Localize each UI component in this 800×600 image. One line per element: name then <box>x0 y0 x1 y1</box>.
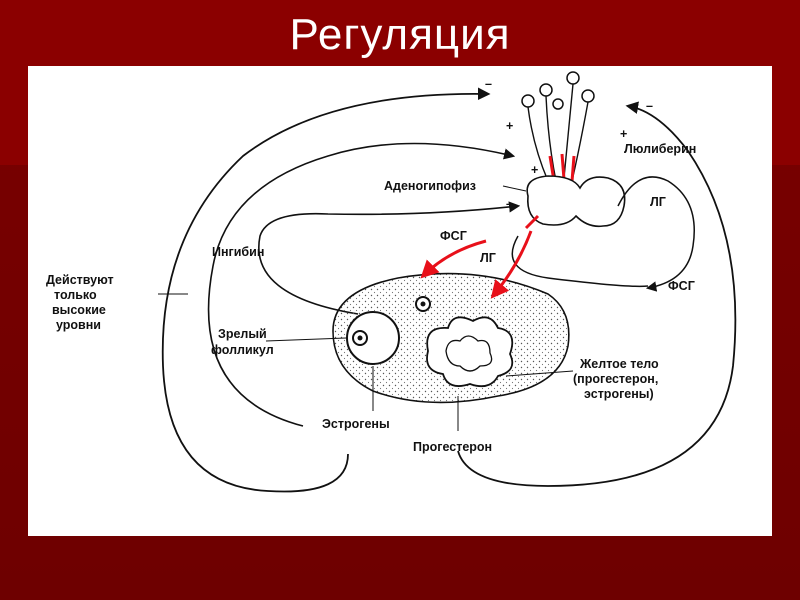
mature-follicle <box>346 311 400 365</box>
label-corpus-line2: (прогестерон, <box>573 372 658 386</box>
minus-sign-right: – <box>646 99 653 113</box>
plus-sign-1: + <box>506 119 513 133</box>
plus-sign-2: + <box>531 163 538 177</box>
minus-sign-top: – <box>485 77 492 91</box>
adenohypophysis-shape <box>526 175 626 228</box>
minus-sign-mid: – <box>506 197 513 211</box>
label-fsg-right: ФСГ <box>668 279 695 293</box>
label-lg-top: ЛГ <box>650 195 666 209</box>
plus-sign-3: + <box>620 127 627 141</box>
inner-feedback-line <box>207 142 516 427</box>
label-follicle-line2: фолликул <box>211 343 274 357</box>
fsg-red-arrow <box>420 239 487 279</box>
regulation-diagram: – + + + – – Люлиберин ЛГ Аденогипофиз ФС… <box>46 71 737 493</box>
label-corpus-line1: Желтое тело <box>579 357 659 371</box>
lg-fsg-loop <box>617 176 695 292</box>
label-lyuliberin: Люлиберин <box>624 142 696 156</box>
label-progesterone: Прогестерон <box>413 440 492 454</box>
progesterone-feedback-line <box>457 101 737 487</box>
label-fsg-left: ФСГ <box>440 229 467 243</box>
label-inhibin: Ингибин <box>212 245 264 259</box>
label-lg-mid: ЛГ <box>480 251 496 265</box>
corpus-luteum <box>426 316 514 388</box>
label-act-line3: высокие <box>52 303 106 317</box>
slide-title: Регуляция <box>289 10 511 59</box>
label-adenohypophysis: Аденогипофиз <box>384 179 476 193</box>
label-estrogens: Эстрогены <box>322 417 390 431</box>
label-act-line2: только <box>54 288 97 302</box>
label-act-line1: Действуют <box>46 273 114 287</box>
label-corpus-line3: эстрогены) <box>584 387 654 401</box>
high-level-feedback-line <box>161 87 491 493</box>
inhibin-line <box>258 201 521 315</box>
diagram-panel: – + + + – – Люлиберин ЛГ Аденогипофиз ФС… <box>28 66 772 536</box>
label-follicle-line1: Зрелый <box>218 327 267 341</box>
fsg-loop <box>511 235 649 288</box>
label-act-line4: уровни <box>56 318 101 332</box>
lg-red-arrow <box>490 230 533 299</box>
